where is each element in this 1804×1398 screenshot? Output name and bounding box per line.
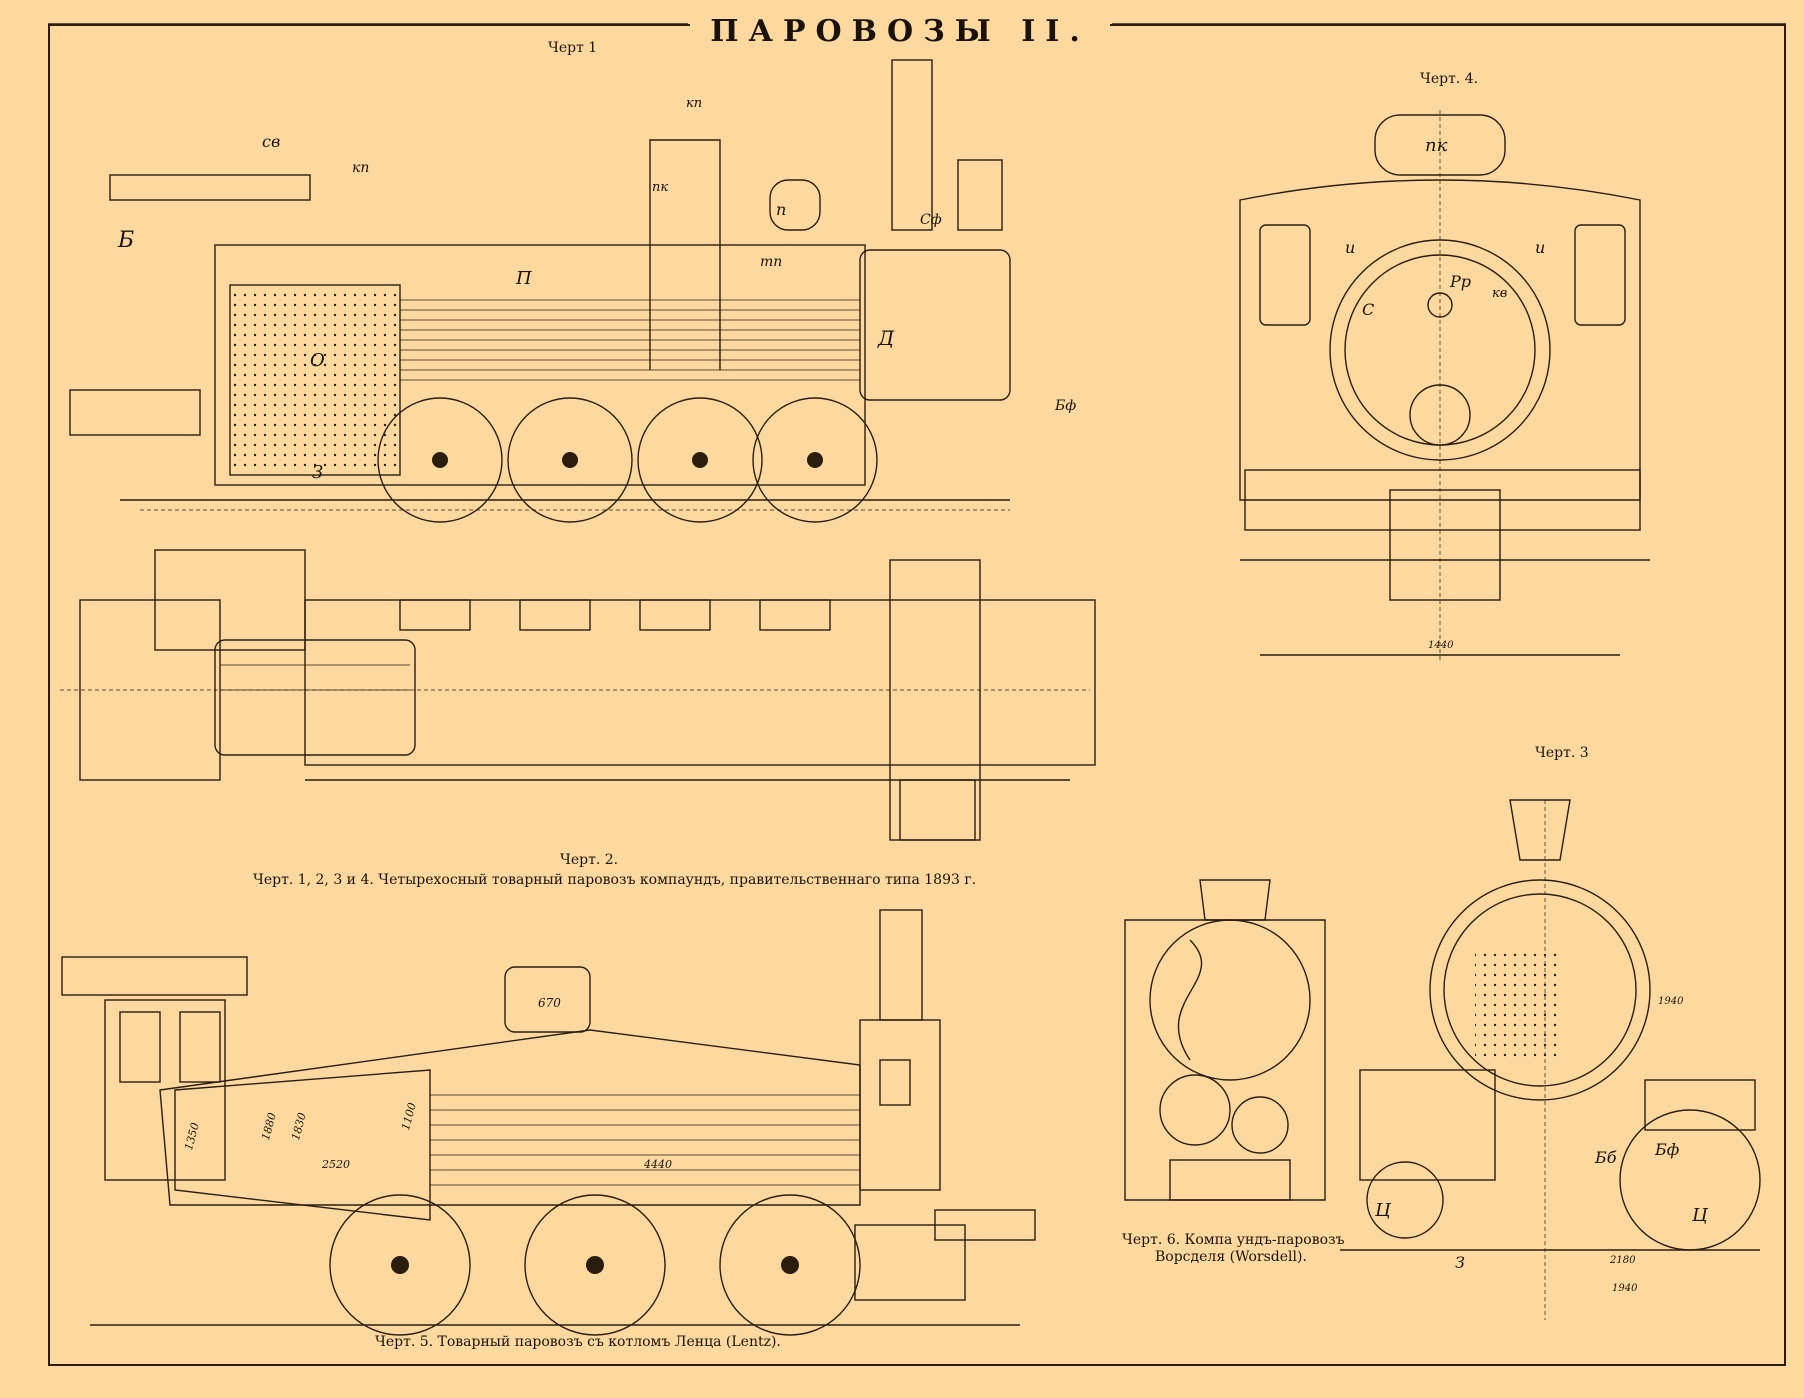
label-Ts-left: Ц	[1375, 1200, 1391, 1221]
label-kp2: кп	[686, 96, 703, 111]
fig3-cross-section	[1340, 799, 1761, 1320]
label-Z: З	[312, 462, 324, 483]
fig3-caption: Черт. 3	[1535, 745, 1589, 761]
fig1-caption: Черт 1	[548, 40, 598, 56]
label-n: п	[776, 200, 787, 219]
fig2-plan-view	[60, 549, 1096, 841]
fig5-lentz	[61, 909, 1036, 1336]
fig5-caption: Черт. 5. Товарный паровозъ съ котломъ Ле…	[375, 1334, 781, 1350]
dim-1940: 1940	[1612, 1283, 1638, 1294]
fig2-caption: Черт. 2.	[560, 852, 619, 868]
label-Rr: Рр	[1450, 272, 1472, 291]
label-O: О	[310, 350, 325, 371]
label-Bb: Бб	[1595, 1148, 1617, 1167]
label-i-left: и	[1345, 238, 1356, 257]
fig1-side-elevation	[69, 59, 1011, 523]
main-caption: Черт. 1, 2, 3 и 4. Четырехосный товарный…	[253, 872, 977, 888]
dim-2520: 2520	[322, 1158, 350, 1171]
dim-1440: 1440	[1428, 640, 1454, 651]
label-sv: св	[262, 132, 281, 151]
label-tp: тп	[760, 254, 783, 270]
fig6-worsdell	[1124, 879, 1326, 1201]
dim-2180: 2180	[1610, 1255, 1636, 1266]
label-Z3: З	[1455, 1253, 1465, 1272]
label-Bf3: Бф	[1655, 1140, 1680, 1159]
label-kp: кп	[352, 160, 370, 176]
label-Bf: Бф	[1055, 398, 1077, 414]
label-pk: пк	[652, 180, 669, 195]
label-D: Д	[878, 326, 895, 350]
label-kv: кв	[1492, 286, 1508, 301]
label-B: Б	[118, 228, 135, 253]
dim-4440: 4440	[644, 1158, 672, 1171]
label-sf: Сф	[920, 212, 942, 228]
label-Ts: Ц	[1692, 1205, 1708, 1226]
fig6-caption-line2: Ворсделя (Worsdell).	[1155, 1249, 1307, 1265]
label-P: П	[516, 268, 532, 289]
dim-670: 670	[538, 996, 561, 1010]
fig4-front-view	[1239, 110, 1650, 660]
page-title: ПАРОВОЗЫ II.	[690, 14, 1110, 49]
fig4-caption: Черт. 4.	[1420, 71, 1479, 87]
dim-1940b: 1940	[1658, 996, 1684, 1007]
label-i-right: и	[1535, 238, 1546, 257]
label-pk-top: пк	[1425, 135, 1448, 156]
fig6-caption-line1: Черт. 6. Компа ундъ-паровозъ	[1122, 1232, 1345, 1248]
label-C: С	[1362, 300, 1375, 319]
